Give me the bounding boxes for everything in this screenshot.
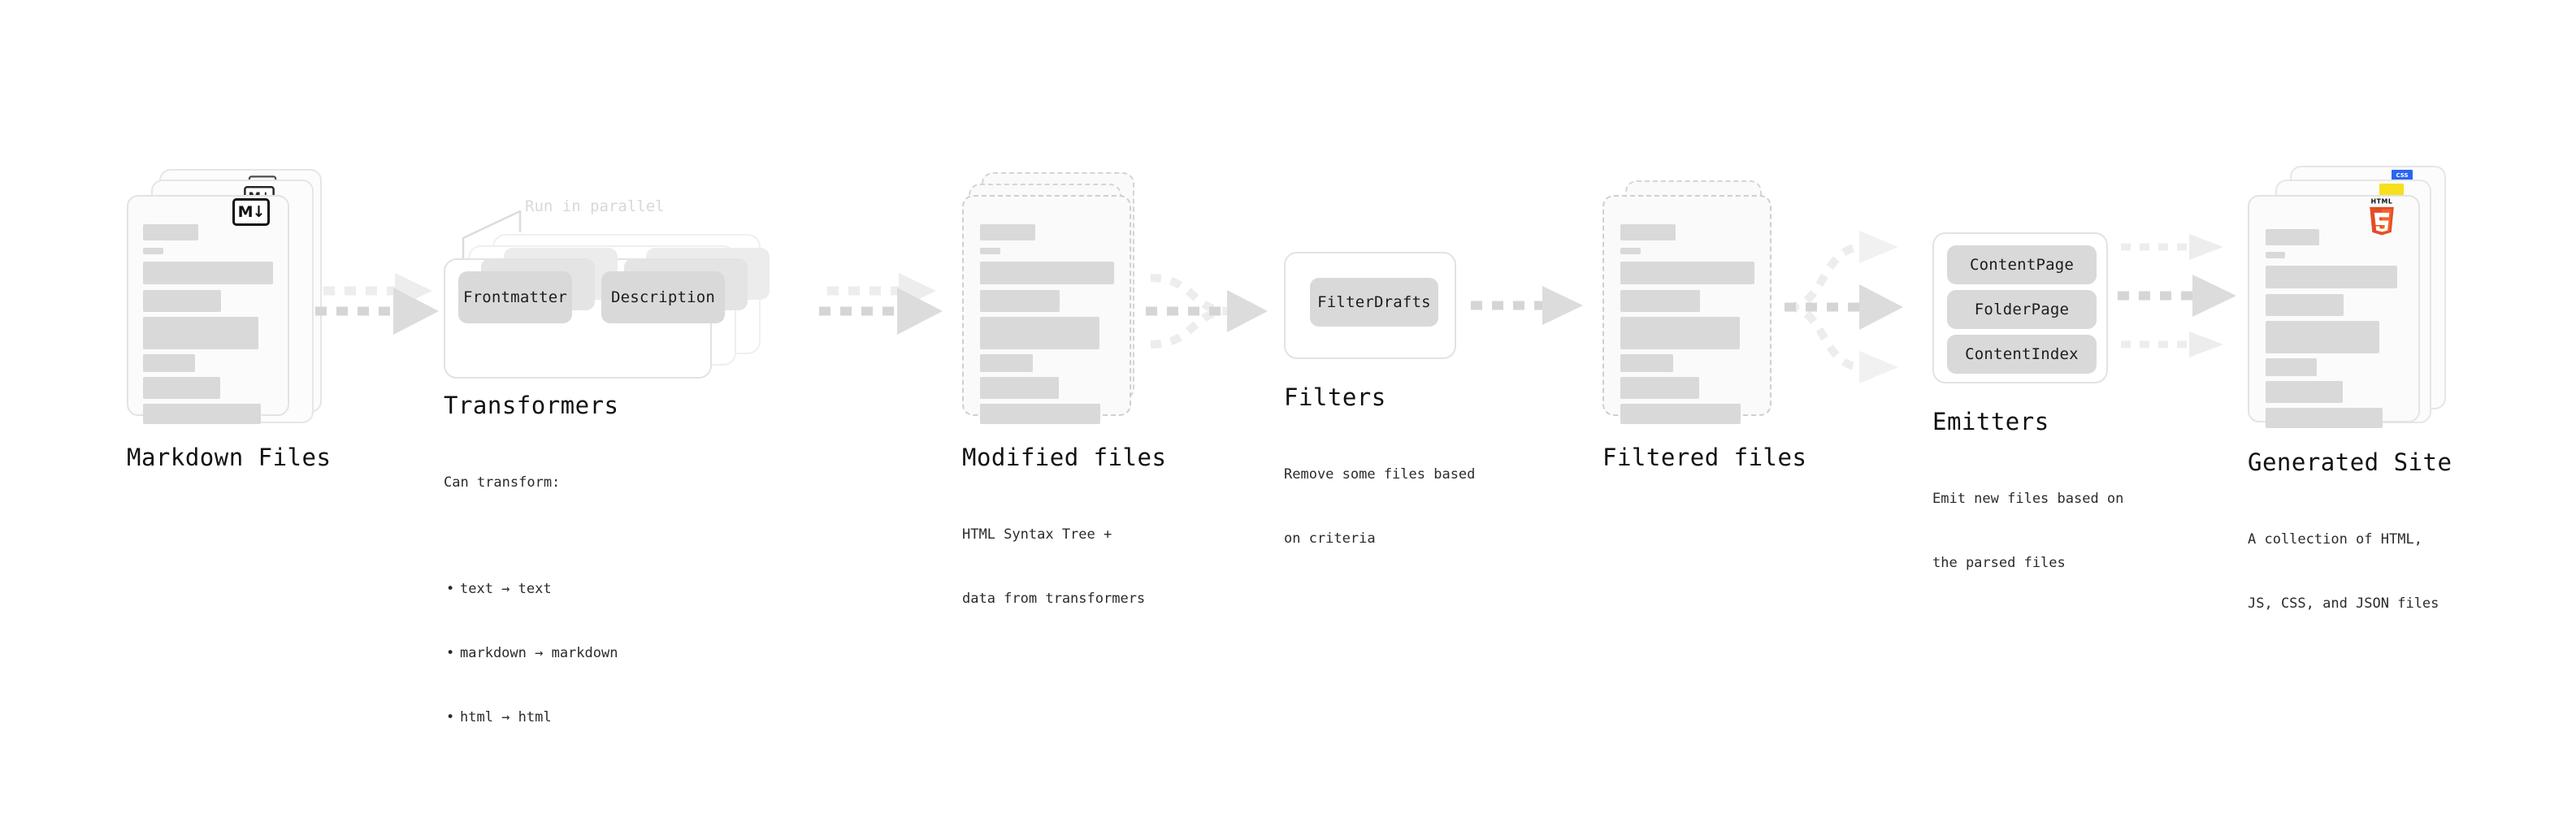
transformer-pill-description[interactable]: Description bbox=[601, 271, 725, 323]
skeleton-bar bbox=[143, 354, 195, 372]
stage-desc-transformers: Can transform: text → text markdown → ma… bbox=[444, 429, 618, 814]
skeleton-bar bbox=[980, 317, 1099, 349]
transformers-desc-line: Can transform: bbox=[444, 474, 561, 491]
skeleton-bar bbox=[1620, 404, 1741, 424]
emitters-pill-contentpage[interactable]: ContentPage bbox=[1947, 245, 2097, 284]
markdown-file-card[interactable] bbox=[127, 195, 289, 424]
emitters-pill-contentpage-label: ContentPage bbox=[1969, 256, 2075, 274]
transformers-bullet: markdown → markdown bbox=[446, 643, 618, 665]
emitters-pill-contentindex-label: ContentIndex bbox=[1965, 345, 2079, 363]
filters-box[interactable]: FilterDrafts bbox=[1284, 252, 1456, 359]
connector-filtered-to-emitters bbox=[1785, 231, 1903, 383]
skeleton-bar bbox=[143, 377, 220, 399]
skeleton-bar bbox=[980, 354, 1033, 372]
stage-title-markdown-files: Markdown Files bbox=[127, 444, 332, 471]
skeleton-bar bbox=[1620, 248, 1641, 254]
markdown-badge: M↓ bbox=[232, 198, 270, 226]
connector-transformers-to-modified bbox=[819, 273, 943, 335]
svg-text:HTML: HTML bbox=[2371, 197, 2393, 205]
skeleton-bar bbox=[1620, 354, 1673, 372]
skeleton-bar bbox=[1620, 262, 1754, 284]
modified-file-card[interactable] bbox=[962, 195, 1131, 424]
skeleton-bar bbox=[2266, 252, 2285, 258]
transformers-bullet-list: text → text markdown → markdown html → h… bbox=[444, 536, 618, 772]
skeleton-bar bbox=[1620, 317, 1740, 349]
emitters-pill-folderpage-label: FolderPage bbox=[1974, 301, 2070, 318]
stage-desc-generated-site: A collection of HTML, JS, CSS, and JSON … bbox=[2248, 486, 2439, 657]
run-in-parallel-bracket bbox=[462, 210, 522, 260]
skeleton-bar bbox=[2266, 294, 2344, 316]
skeleton-bar bbox=[143, 290, 221, 312]
emitters-desc-line: the parsed files bbox=[1932, 554, 2066, 571]
markdown-badge-text: M↓ bbox=[237, 202, 266, 221]
connector-markdown-to-transformers bbox=[315, 273, 439, 335]
diagram-canvas: M↓ M↓ M↓ Markdown Files bbox=[0, 0, 2576, 681]
skeleton-bar bbox=[2266, 321, 2379, 353]
filtered-file-card[interactable] bbox=[1602, 195, 1772, 424]
skeleton-bar bbox=[2266, 381, 2343, 403]
html5-logo-icon: HTML bbox=[2370, 197, 2394, 236]
css3-badge-text: CSS bbox=[2396, 171, 2409, 179]
connector-emitters-to-site bbox=[2118, 234, 2236, 357]
connector-modified-to-filters bbox=[1146, 274, 1268, 349]
filters-pill-filterdrafts[interactable]: FilterDrafts bbox=[1310, 278, 1438, 327]
skeleton-bar bbox=[143, 404, 261, 424]
stage-desc-modified-files: HTML Syntax Tree + data from transformer… bbox=[962, 481, 1145, 652]
stage-title-emitters: Emitters bbox=[1932, 408, 2049, 435]
transformer-pill-description-label: Description bbox=[610, 288, 716, 306]
emitters-pill-contentindex[interactable]: ContentIndex bbox=[1947, 335, 2097, 374]
emitters-box[interactable]: ContentPage FolderPage ContentIndex bbox=[1932, 232, 2108, 383]
site-desc-line: A collection of HTML, bbox=[2248, 530, 2422, 548]
css3-badge: CSS bbox=[2392, 170, 2413, 180]
stage-title-filters: Filters bbox=[1284, 383, 1386, 411]
skeleton-bar bbox=[1620, 290, 1700, 312]
emitters-desc-line: Emit new files based on bbox=[1932, 490, 2124, 507]
skeleton-bar bbox=[2266, 266, 2397, 288]
skeleton-bar bbox=[980, 248, 1000, 254]
site-file-card[interactable] bbox=[2248, 195, 2420, 428]
stage-desc-emitters: Emit new files based on the parsed files bbox=[1932, 445, 2123, 617]
stage-title-modified-files: Modified files bbox=[962, 444, 1167, 471]
skeleton-bar bbox=[2266, 358, 2317, 376]
skeleton-bar bbox=[1620, 224, 1676, 240]
skeleton-bar bbox=[980, 262, 1114, 284]
skeleton-bar bbox=[143, 262, 273, 284]
skeleton-bar bbox=[980, 224, 1035, 240]
emitters-pill-folderpage[interactable]: FolderPage bbox=[1947, 290, 2097, 329]
filters-pill-filterdrafts-label: FilterDrafts bbox=[1317, 293, 1431, 311]
skeleton-bar bbox=[2266, 408, 2383, 428]
stage-desc-filters: Remove some files based on criteria bbox=[1284, 421, 1475, 592]
stage-title-filtered-files: Filtered files bbox=[1602, 444, 1807, 471]
transformer-pill-frontmatter[interactable]: Frontmatter bbox=[458, 271, 572, 323]
skeleton-bar bbox=[980, 404, 1100, 424]
filters-desc-line: Remove some files based bbox=[1284, 465, 1476, 483]
modified-desc-line: data from transformers bbox=[962, 590, 1146, 607]
skeleton-bar bbox=[143, 224, 198, 240]
skeleton-bar bbox=[980, 290, 1060, 312]
transformer-pill-frontmatter-label: Frontmatter bbox=[462, 288, 568, 306]
run-in-parallel-label: Run in parallel bbox=[525, 197, 665, 215]
skeleton-bar bbox=[1620, 377, 1699, 399]
filters-desc-line: on criteria bbox=[1284, 530, 1376, 547]
transformers-bullet: html → html bbox=[446, 707, 618, 729]
stage-title-transformers: Transformers bbox=[444, 392, 619, 419]
site-desc-line: JS, CSS, and JSON files bbox=[2248, 595, 2439, 612]
skeleton-bar bbox=[980, 377, 1059, 399]
skeleton-bar bbox=[143, 248, 163, 254]
skeleton-bar bbox=[143, 317, 258, 349]
connector-filters-to-filtered bbox=[1471, 286, 1583, 325]
stage-title-generated-site: Generated Site bbox=[2248, 448, 2452, 476]
transformers-bullet: text → text bbox=[446, 578, 618, 600]
modified-desc-line: HTML Syntax Tree + bbox=[962, 526, 1112, 543]
skeleton-bar bbox=[2266, 229, 2319, 245]
